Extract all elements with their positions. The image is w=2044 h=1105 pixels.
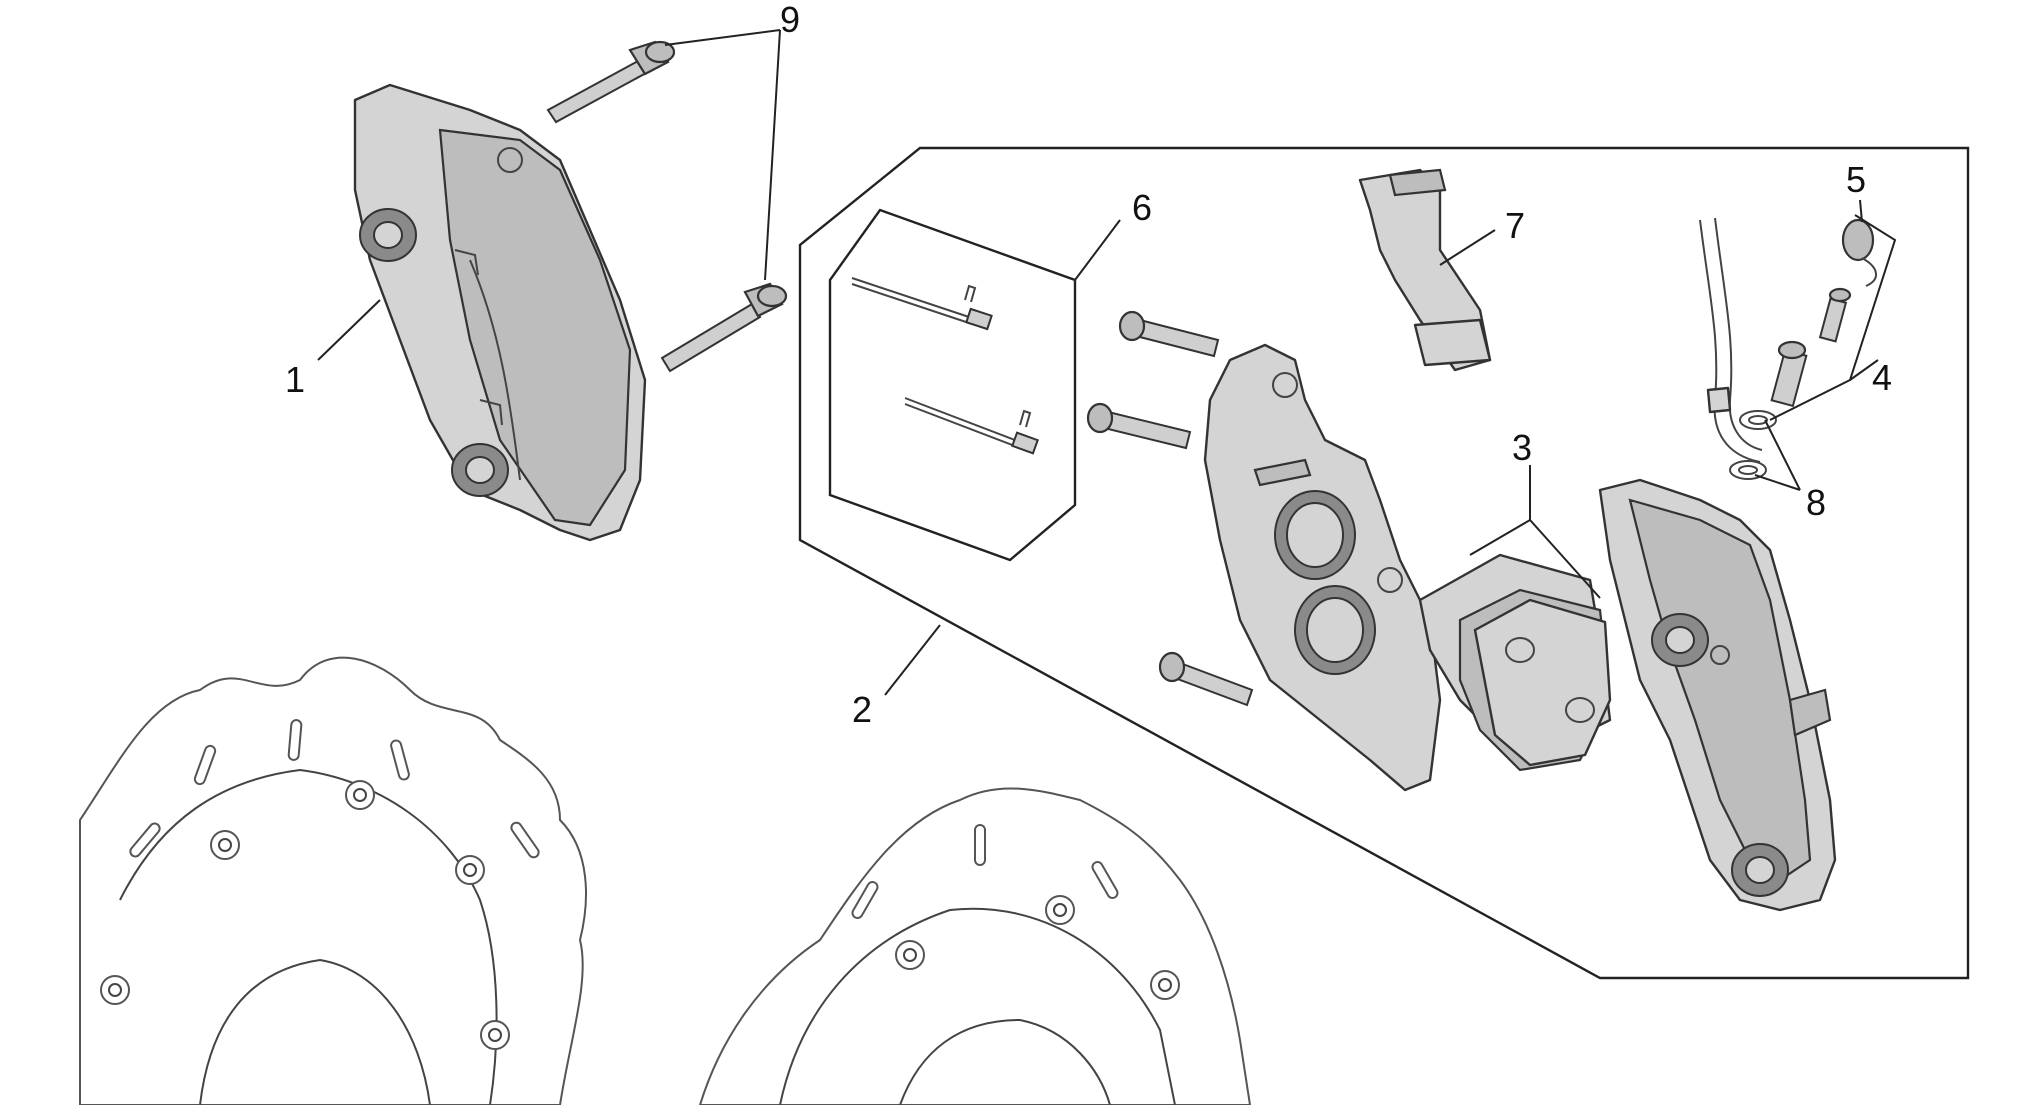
- callout-5: 5: [1846, 159, 1866, 200]
- brake-disc-left: [79, 656, 587, 1105]
- callout-labels: 1 2 3 4 5 6 7 8 9: [285, 0, 1892, 730]
- kit-bolt-1: [1118, 310, 1220, 358]
- pad-pin-upper: [851, 277, 993, 331]
- callout-6: 6: [1132, 187, 1152, 228]
- leader-lines: [317, 29, 1897, 696]
- pin-kit-box: [828, 208, 1077, 562]
- kit-bolt-2: [1086, 402, 1192, 450]
- callout-3: 3: [1512, 427, 1532, 468]
- callout-8: 8: [1806, 482, 1826, 523]
- kit-bolt-3: [1158, 651, 1254, 707]
- bleeder-valve: [1818, 287, 1852, 343]
- pad-pin-lower: [904, 397, 1040, 455]
- kit-frame: [798, 146, 1970, 980]
- callout-4: 4: [1872, 357, 1892, 398]
- sealing-washers: [1729, 410, 1777, 480]
- brake-pads: [1418, 553, 1612, 772]
- callout-1: 1: [285, 359, 305, 400]
- callout-7: 7: [1505, 205, 1525, 246]
- brake-disc-right: [698, 787, 1252, 1105]
- callout-9: 9: [780, 0, 800, 40]
- banjo-bolt: [1770, 340, 1808, 408]
- caliper-assembled: [353, 83, 647, 542]
- caliper-bolt-upper: [546, 40, 676, 124]
- bleeder-cap: [1841, 218, 1877, 287]
- brake-hose: [1699, 217, 1763, 463]
- caliper-bolt-lower: [660, 282, 788, 373]
- caliper-half-outer: [1598, 478, 1837, 912]
- caliper-half-inner: [1203, 343, 1442, 792]
- pad-spring-clip: [1358, 168, 1492, 372]
- callout-2: 2: [852, 689, 872, 730]
